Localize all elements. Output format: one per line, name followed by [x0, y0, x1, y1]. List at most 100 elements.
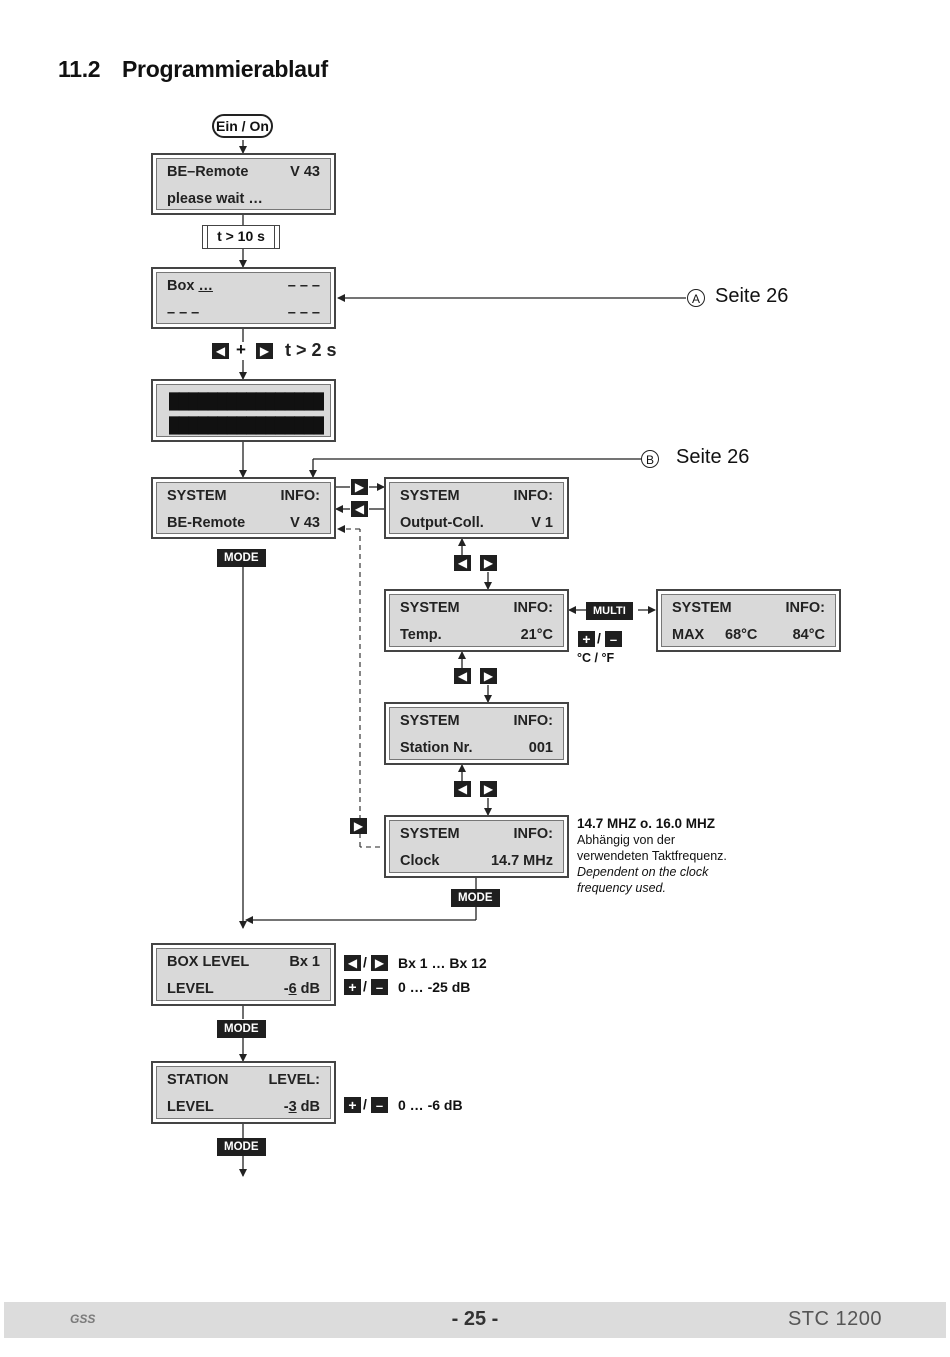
section-title: Programmierablauf	[122, 56, 328, 82]
right-arrow-key-icon: ▶	[480, 555, 497, 571]
sysmain-line1-right: INFO:	[280, 488, 320, 504]
sysclock-line1-left: SYSTEM	[400, 826, 460, 842]
boxlevel-line2-post: dB	[296, 981, 320, 997]
right-arrow-key-icon: ▶	[351, 479, 368, 495]
systemp-line2-right: 21°C	[520, 627, 553, 643]
display-system-output: SYSTEM INFO: Output-Coll. V 1	[384, 477, 569, 539]
mode-tag: MODE	[451, 889, 500, 907]
sysmax-line2-left: MAX	[672, 627, 705, 643]
right-arrow-key-icon: ▶	[256, 343, 273, 359]
temp-unit-sep: /	[597, 630, 601, 646]
ref-b-circle: B	[641, 450, 659, 468]
multi-tag: MULTI	[586, 602, 633, 620]
combo-plus: +	[236, 340, 246, 359]
blocks-line2: ████████████████	[169, 417, 324, 434]
display-blocks: ████████████████ ████████████████	[151, 379, 336, 442]
station-level-sep: /	[363, 1096, 367, 1112]
clock-note-en1: Dependent on the clock	[577, 865, 709, 879]
boot-line2-left: please wait …	[167, 191, 263, 207]
right-arrow-key-icon: ▶	[480, 668, 497, 684]
temp-unit-label: °C / °F	[577, 651, 615, 665]
display-system-temp: SYSTEM INFO: Temp. 21°C	[384, 589, 569, 652]
clock-note-de1: Abhängig von der	[577, 833, 675, 847]
systemp-line1-left: SYSTEM	[400, 600, 460, 616]
sysmax-line2-right: 84°C	[792, 627, 825, 643]
stationlevel-line2-pre: -	[283, 1099, 289, 1115]
boot-line1-right: V 43	[290, 164, 320, 180]
sysstation-line1-right: INFO:	[513, 713, 553, 729]
section-heading: 11.2 Programmierablauf	[58, 56, 328, 83]
stationlevel-line2-post: dB	[296, 1099, 320, 1115]
display-system-main: SYSTEM INFO: BE-Remote V 43	[151, 477, 336, 539]
blocks-line1: ████████████████	[169, 393, 324, 410]
right-arrow-key-icon: ▶	[480, 781, 497, 797]
right-arrow-key-icon: ▶	[371, 955, 388, 971]
ref-a-text: Seite 26	[715, 285, 789, 307]
ref-b-text: Seite 26	[676, 446, 750, 468]
sysmax-line1-left: SYSTEM	[672, 600, 732, 616]
box-line1-left: Box	[167, 278, 195, 294]
sysout-line2-left: Output-Coll.	[400, 515, 484, 531]
mode-tag: MODE	[217, 1020, 266, 1038]
left-arrow-key-icon: ◀	[454, 555, 471, 571]
page-footer: GSS - 25 - STC 1200	[4, 1302, 946, 1338]
boxlevel-line2-left: LEVEL	[167, 981, 214, 997]
sysmain-line2-right: V 43	[290, 515, 320, 531]
minus-key-icon: –	[371, 1097, 388, 1113]
boxlevel-line2-pre: -	[283, 981, 289, 997]
sysmain-line2-left: BE-Remote	[167, 515, 246, 531]
sysmain-line1-left: SYSTEM	[167, 488, 227, 504]
plus-key-icon: +	[578, 631, 595, 647]
systemp-line1-right: INFO:	[513, 600, 553, 616]
sysstation-line1-left: SYSTEM	[400, 713, 460, 729]
box-line1-right: – – –	[287, 278, 320, 294]
systemp-line2-left: Temp.	[400, 627, 442, 643]
box-level-range: 0 … -25 dB	[398, 979, 471, 995]
timer-box: t > 10 s	[202, 225, 280, 249]
section-number: 11.2	[58, 56, 101, 82]
box-level-arrows-sep: /	[363, 954, 367, 970]
left-arrow-key-icon: ◀	[454, 668, 471, 684]
right-arrow-key-icon: ▶	[350, 818, 367, 834]
sysclock-line2-right: 14.7 MHz	[490, 853, 553, 869]
box-line1-underlined: …	[198, 278, 213, 294]
minus-key-icon: –	[605, 631, 622, 647]
gss-logo: GSS	[70, 1312, 96, 1326]
clock-note-de2: verwendeten Taktfrequenz.	[577, 849, 727, 863]
minus-key-icon: –	[371, 979, 388, 995]
sysclock-line2-left: Clock	[400, 853, 440, 869]
sysmax-line2-mid: 68°C	[725, 627, 758, 643]
left-arrow-key-icon: ◀	[344, 955, 361, 971]
plus-key-icon: +	[344, 979, 361, 995]
box-line2-right: – – –	[287, 305, 320, 321]
left-arrow-key-icon: ◀	[212, 343, 229, 359]
ref-a-circle: A	[687, 289, 705, 307]
sysstation-line2-left: Station Nr.	[400, 740, 473, 756]
power-on-label: Ein / On	[216, 118, 269, 134]
page-number: - 25 -	[451, 1308, 499, 1330]
left-arrow-key-icon: ◀	[351, 501, 368, 517]
box-level-arrows-range: Bx 1 … Bx 12	[398, 955, 487, 971]
sysout-line1-right: INFO:	[513, 488, 553, 504]
sysout-line2-right: V 1	[531, 515, 553, 531]
boot-line1-left: BE–Remote	[167, 164, 249, 180]
stationlevel-line2-underlined: 3	[288, 1099, 297, 1115]
sysout-line1-left: SYSTEM	[400, 488, 460, 504]
sysstation-line2-right: 001	[528, 740, 553, 756]
plus-key-icon: +	[344, 1097, 361, 1113]
box-level-sep: /	[363, 978, 367, 994]
mode-tag: MODE	[217, 549, 266, 567]
power-on-start: Ein / On	[212, 114, 273, 138]
clock-note-title: 14.7 MHZ o. 16.0 MHZ	[577, 816, 716, 831]
display-boot: BE–Remote V 43 please wait …	[151, 153, 336, 215]
stationlevel-line1-right: LEVEL:	[268, 1072, 320, 1088]
model-name: STC 1200	[787, 1308, 882, 1330]
display-system-station: SYSTEM INFO: Station Nr. 001	[384, 702, 569, 765]
combo-time: t > 2 s	[285, 340, 337, 360]
left-arrow-key-icon: ◀	[454, 781, 471, 797]
